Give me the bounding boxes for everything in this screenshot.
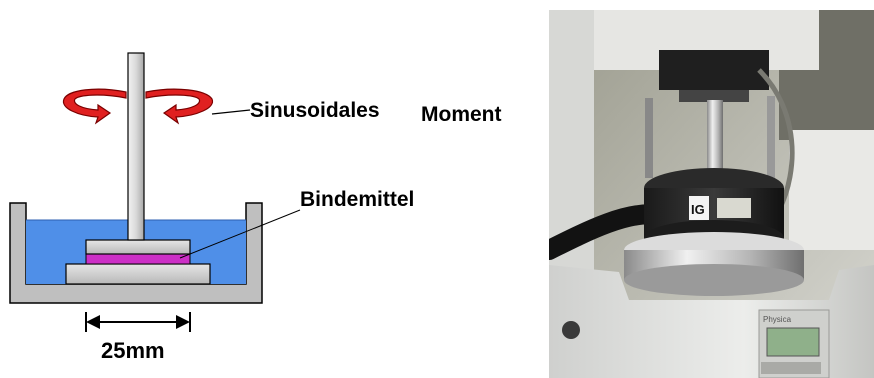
sensor-brand-text: IG	[691, 202, 705, 217]
binder-label: Bindemittel	[300, 188, 415, 211]
upper-plate	[85, 239, 191, 255]
rheometer-schematic	[9, 52, 301, 332]
spindle-shaft	[127, 52, 145, 241]
lower-plate	[65, 263, 211, 285]
binder-leader-line	[179, 209, 301, 259]
dimension-arrow-icon	[85, 312, 191, 332]
rotation-arrow-icon	[62, 88, 214, 125]
moment-label: Moment	[421, 103, 502, 126]
rheometer-photo: IG Physica	[549, 10, 874, 378]
sinusoidal-label: Sinusoidales	[250, 99, 380, 122]
device-label-text: Physica	[763, 315, 792, 324]
gap-dimension-label: 25mm	[101, 338, 165, 363]
binder-sample	[85, 253, 191, 265]
moment-leader-line	[211, 109, 251, 115]
